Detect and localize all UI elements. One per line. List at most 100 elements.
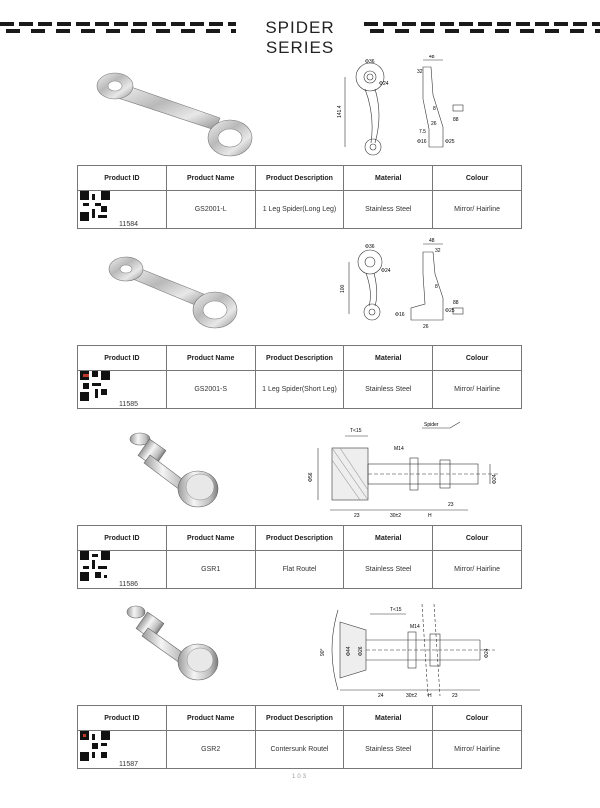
product-name: GS2001-S — [165, 369, 256, 410]
product-description: Contersunk Routel — [254, 729, 345, 770]
dim-label: Φ26 — [358, 646, 364, 656]
header-colour: Colour — [432, 345, 522, 371]
table-header-row: Product ID Product Name Product Descript… — [77, 705, 522, 731]
product-photo-flat-routel — [129, 432, 219, 508]
product-colour: Mirror/ Hairline — [432, 729, 522, 770]
dim-label: M14 — [410, 624, 420, 630]
dim-label: 90° — [320, 648, 326, 656]
qr-code-icon[interactable] — [80, 371, 110, 401]
product-photo-long-leg-spider — [96, 72, 253, 157]
dim-label: Φ24 — [379, 81, 389, 87]
product-table-11584: Product ID Product Name Product Descript… — [77, 165, 522, 230]
product-id: 11585 — [119, 401, 138, 408]
dim-label: 88 — [453, 117, 459, 123]
header-material: Material — [343, 165, 434, 191]
header-product-description: Product Description — [254, 525, 345, 551]
dim-label: T<15 — [350, 428, 362, 434]
dim-label: 88 — [453, 300, 459, 306]
product-material: Stainless Steel — [343, 549, 434, 590]
dim-label: Φ16 — [417, 139, 427, 145]
header-product-id: Product ID — [77, 705, 167, 731]
dim-label: Φ44 — [346, 646, 352, 656]
table-header-row: Product ID Product Name Product Descript… — [77, 525, 522, 551]
dim-label: 7.5 — [419, 129, 426, 135]
product-description: Flat Routel — [254, 549, 345, 590]
table-header-row: Product ID Product Name Product Descript… — [77, 345, 522, 371]
header-product-name: Product Name — [165, 705, 256, 731]
technical-drawing-flat-routel: T<15 Spider M14 Φ56 Φ24 23 30±2 H 23 — [308, 421, 500, 519]
product-id: 11586 — [119, 581, 138, 588]
dim-label: 100 — [340, 284, 346, 293]
product-material: Stainless Steel — [343, 369, 434, 410]
header-product-description: Product Description — [254, 345, 345, 371]
page-title: SPIDER SERIES — [265, 18, 335, 57]
table-header-row: Product ID Product Name Product Descript… — [77, 165, 522, 191]
dim-label: Φ25 — [445, 308, 455, 314]
dim-label: Φ24 — [484, 648, 490, 658]
dim-label: 23 — [448, 502, 454, 508]
dim-label: 32 — [435, 248, 441, 254]
product-description: 1 Leg Spider(Short Leg) — [254, 369, 345, 410]
header-product-id: Product ID — [77, 345, 167, 371]
product-id-cell: 11584 — [77, 189, 167, 230]
dim-label: 48 — [429, 55, 435, 60]
header-product-description: Product Description — [254, 165, 345, 191]
table-row: 11586 GSR1 Flat Routel Stainless Steel M… — [77, 549, 522, 590]
product-colour: Mirror/ Hairline — [432, 369, 522, 410]
product-name: GSR2 — [165, 729, 256, 770]
header-bars-left — [0, 22, 236, 36]
header-material: Material — [343, 705, 434, 731]
dim-label: 32 — [417, 69, 423, 75]
product-id-cell: 11586 — [77, 549, 167, 590]
header-colour: Colour — [432, 525, 522, 551]
dim-label: 30±2 — [406, 693, 417, 699]
dim-label: 48 — [429, 238, 435, 244]
product-id-cell: 11585 — [77, 369, 167, 410]
header-bars-right — [364, 22, 600, 36]
dim-label: H — [428, 693, 432, 699]
product-table-11585: Product ID Product Name Product Descript… — [77, 345, 522, 410]
dim-label: Φ24 — [492, 474, 498, 484]
product-id-cell: 11587 — [77, 729, 167, 770]
dim-label: Φ56 — [308, 472, 314, 482]
dim-label: 23 — [354, 513, 360, 519]
dim-label: T<15 — [390, 607, 402, 613]
table-row: 11585 GS2001-S 1 Leg Spider(Short Leg) S… — [77, 369, 522, 410]
header-material: Material — [343, 525, 434, 551]
dim-label: 23 — [452, 693, 458, 699]
dim-label: 8 — [435, 284, 438, 290]
product-material: Stainless Steel — [343, 189, 434, 230]
dim-label: 8 — [433, 106, 436, 112]
dim-label: 141.4 — [337, 105, 343, 118]
header-product-name: Product Name — [165, 345, 256, 371]
page-number: 103 — [291, 774, 308, 780]
product-table-11587: Product ID Product Name Product Descript… — [77, 705, 522, 770]
technical-drawing-long-leg-spider: Φ36 48 32 Φ24 141.4 8 26 7.5 Φ16 Φ25 88 — [337, 55, 464, 156]
product-table-11586: Product ID Product Name Product Descript… — [77, 525, 522, 590]
technical-drawing-short-leg-spider: Φ36 48 32 Φ24 100 8 26 Φ16 Φ25 88 — [340, 238, 464, 330]
dim-label: 30±2 — [390, 513, 401, 519]
dim-label: Φ36 — [365, 59, 375, 65]
header-product-name: Product Name — [165, 525, 256, 551]
product-photo-short-leg-spider — [108, 256, 238, 329]
qr-code-icon[interactable] — [80, 731, 110, 761]
table-row: 11587 GSR2 Contersunk Routel Stainless S… — [77, 729, 522, 770]
table-row: 11584 GS2001-L 1 Leg Spider(Long Leg) St… — [77, 189, 522, 230]
product-id: 11584 — [119, 221, 138, 228]
dim-label: Φ16 — [395, 312, 405, 318]
header-material: Material — [343, 345, 434, 371]
header-product-description: Product Description — [254, 705, 345, 731]
dim-label: Φ36 — [365, 244, 375, 250]
dim-label: H — [428, 513, 432, 519]
dim-label: Φ24 — [381, 268, 391, 274]
header-product-id: Product ID — [77, 165, 167, 191]
product-photo-countersunk-routel — [126, 605, 219, 681]
header-colour: Colour — [432, 165, 522, 191]
dim-label: Spider — [424, 422, 439, 428]
qr-code-icon[interactable] — [80, 191, 110, 221]
header-product-id: Product ID — [77, 525, 167, 551]
header-colour: Colour — [432, 705, 522, 731]
qr-code-icon[interactable] — [80, 551, 110, 581]
product-id: 11587 — [119, 761, 138, 768]
product-name: GS2001-L — [165, 189, 256, 230]
